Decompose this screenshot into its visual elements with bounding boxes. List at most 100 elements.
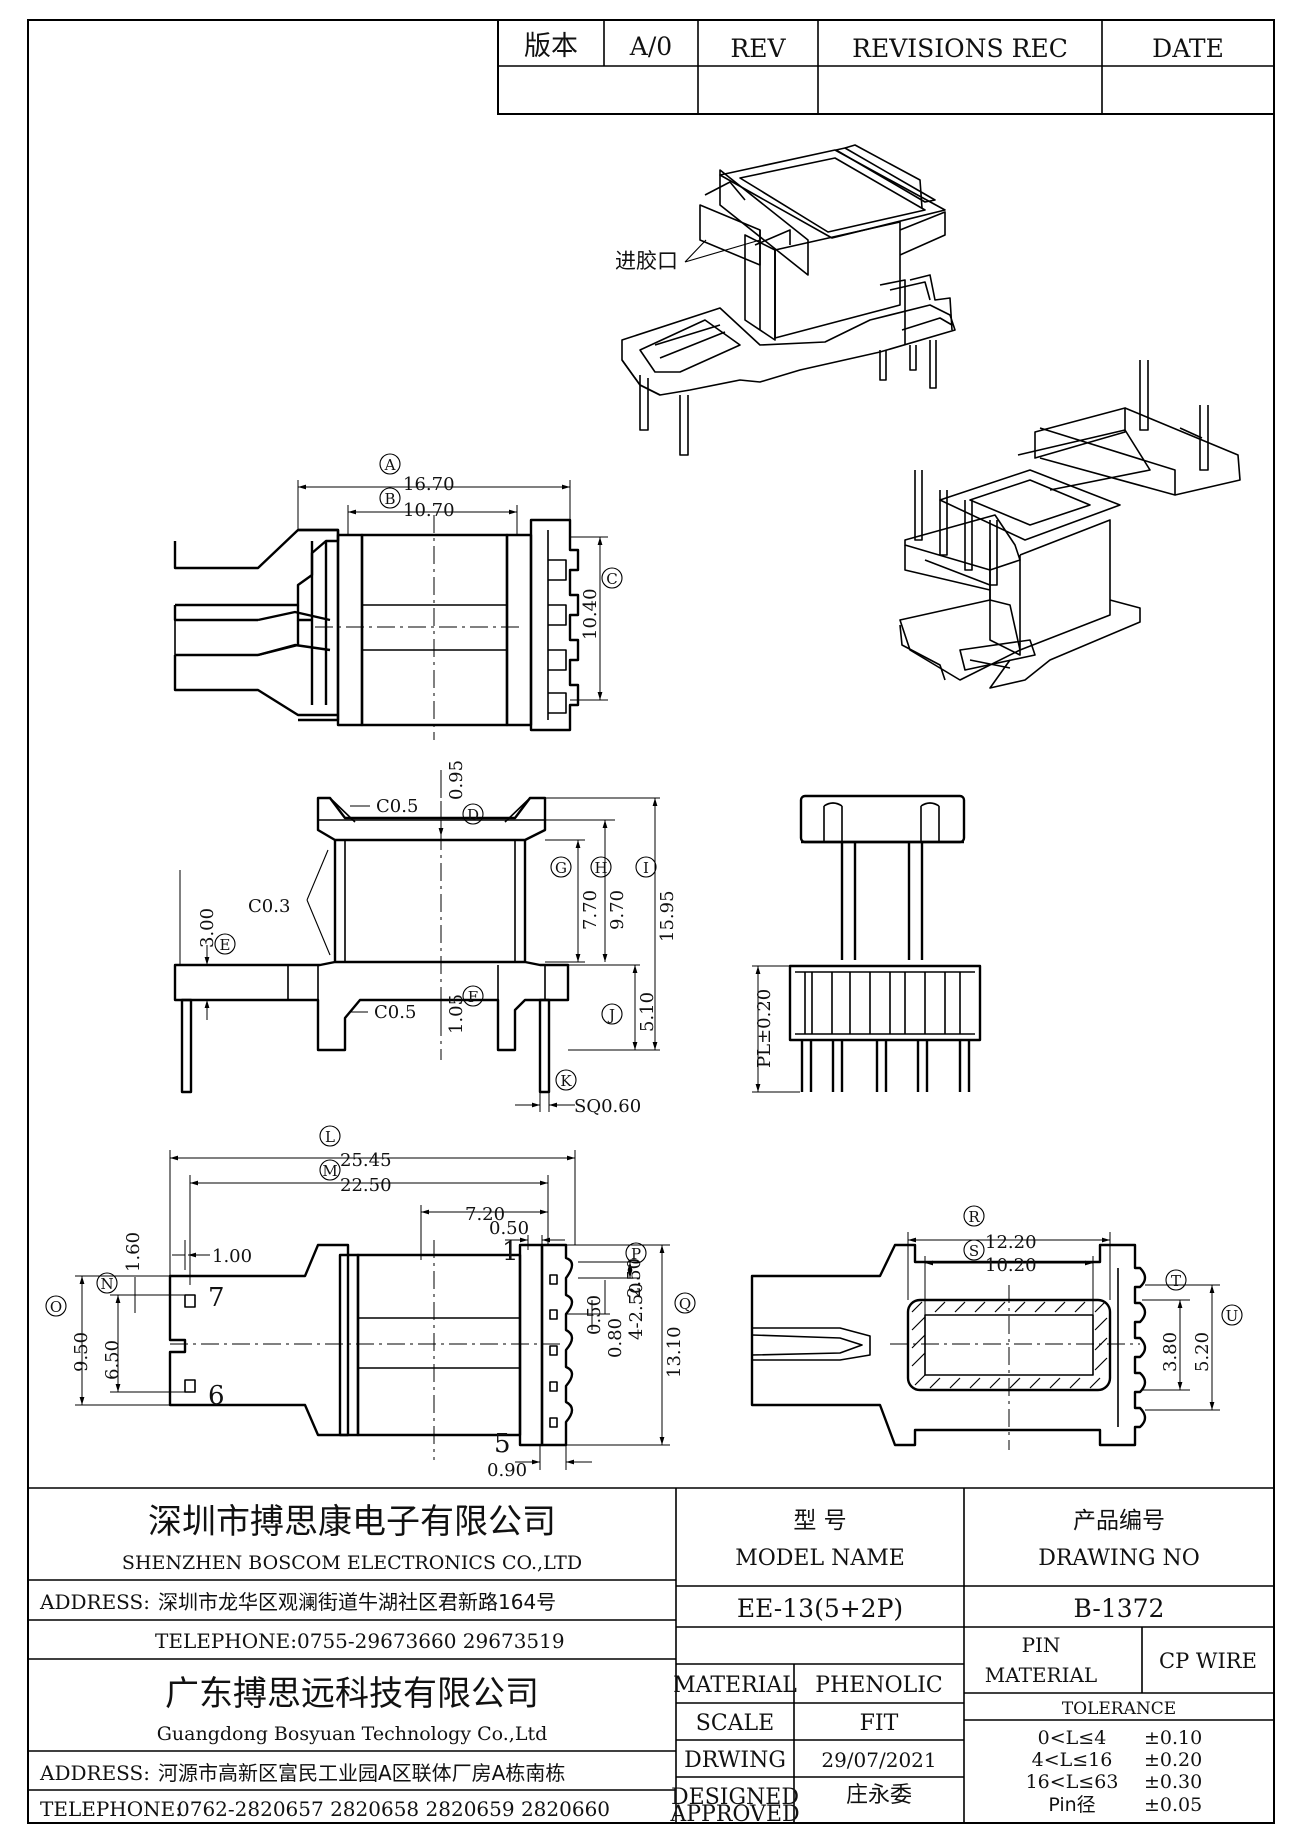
- isometric-view-top: [621, 144, 956, 456]
- revisions-header: REVISIONS REC: [852, 34, 1068, 63]
- address-value: 深圳市龙华区观澜街道牛湖社区君新路164号: [158, 1590, 556, 1614]
- company2-name-en: Guangdong Bosyuan Technology Co.,Ltd: [157, 1723, 548, 1745]
- front-view: [173, 770, 570, 1094]
- tolerance-value-4: ±0.05: [1144, 1794, 1202, 1816]
- dim-G: 7.70: [580, 890, 601, 930]
- address-label: ADDRESS:: [39, 1590, 150, 1614]
- marker-T: T: [1165, 1269, 1187, 1291]
- title-block: 深圳市搏思康电子有限公司 SHENZHEN BOSCOM ELECTRONICS…: [28, 1487, 1274, 1827]
- note-chamfer-top: C0.5: [376, 796, 418, 817]
- drawing-no-label-en: DRAWING NO: [1038, 1546, 1200, 1571]
- marker-N: N: [96, 1272, 118, 1294]
- marker-C: C: [601, 567, 623, 589]
- approved-label: APPROVED: [669, 1802, 799, 1827]
- dim-L: 25.45: [340, 1150, 392, 1171]
- svg-text:R: R: [968, 1208, 980, 1226]
- svg-text:J: J: [607, 1006, 615, 1024]
- note-pin-length: PL±0.20: [754, 989, 775, 1068]
- telephone-label: TELEPHONE:: [155, 1629, 297, 1653]
- dim-Q: 13.10: [664, 1326, 685, 1378]
- dim-6-50: 6.50: [102, 1340, 123, 1380]
- front-view-dimensions: C0.5 C0.3 C0.5 0.95 3.00 1.05 7.70 9.70 …: [179, 760, 678, 1117]
- version-value: A/0: [629, 32, 672, 61]
- svg-text:D: D: [467, 806, 479, 824]
- dim-K: SQ0.60: [574, 1096, 641, 1117]
- svg-text:N: N: [100, 1275, 113, 1293]
- svg-text:Q: Q: [679, 1295, 691, 1313]
- gate-note: 进胶口: [615, 249, 678, 273]
- svg-text:T: T: [1171, 1272, 1181, 1290]
- dim-I: 15.95: [657, 890, 678, 942]
- svg-text:C: C: [606, 570, 617, 588]
- pin-material-value: CP WIRE: [1159, 1649, 1257, 1673]
- bottom-view-2-dimensions: 12.20 10.20 3.80 5.20 R S T U: [907, 1205, 1243, 1411]
- marker-D: D: [462, 803, 484, 825]
- dim-T: 3.80: [1160, 1332, 1181, 1372]
- svg-text:P: P: [631, 1245, 641, 1263]
- svg-text:I: I: [643, 859, 649, 877]
- model-label-cn: 型 号: [793, 1508, 846, 1534]
- telephone2-value: 0762-2820657 2820658 2820659 2820660: [177, 1797, 610, 1821]
- marker-R: R: [963, 1205, 985, 1227]
- tolerance-range-2: 4<L≤16: [1032, 1749, 1113, 1771]
- note-chamfer-bottom: C0.5: [374, 1002, 416, 1023]
- dim-D: 0.95: [446, 760, 467, 800]
- scale-label: SCALE: [696, 1711, 774, 1736]
- drawing-label: DRWING: [684, 1748, 786, 1773]
- company-name-en: SHENZHEN BOSCOM ELECTRONICS CO.,LTD: [122, 1552, 582, 1574]
- dim-P: 2.50: [624, 1258, 645, 1298]
- pin-number-1: 1: [502, 1237, 519, 1267]
- marker-K: K: [555, 1069, 577, 1091]
- marker-F: F: [462, 985, 484, 1007]
- tolerance-table: 0<L≤4 ±0.10 4<L≤16 ±0.20 16<L≤63 ±0.30 P…: [1026, 1727, 1203, 1816]
- address2-value: 河源市高新区富民工业园A区联体厂房A栋南栋: [158, 1761, 565, 1785]
- designed-label: DESIGNED: [671, 1785, 799, 1810]
- marker-L: L: [319, 1125, 341, 1147]
- drawing-date-value: 29/07/2021: [821, 1748, 936, 1772]
- dim-M: 22.50: [340, 1175, 392, 1196]
- marker-A: A: [379, 453, 401, 475]
- dim-7-20: 7.20: [465, 1204, 505, 1225]
- tolerance-range-3: 16<L≤63: [1026, 1771, 1119, 1793]
- tolerance-range-4: Pin径: [1048, 1794, 1095, 1816]
- model-value: EE-13(5+2P): [737, 1594, 903, 1623]
- drawing-no-value: B-1372: [1074, 1594, 1165, 1623]
- dim-0-90: 0.90: [487, 1460, 527, 1481]
- dim-F: 1.05: [446, 994, 467, 1034]
- telephone2-label: TELEPHONE:: [40, 1797, 182, 1821]
- marker-J: J: [601, 1003, 623, 1025]
- dim-C: 10.40: [580, 588, 601, 640]
- svg-text:L: L: [325, 1128, 335, 1146]
- marker-S: S: [963, 1239, 985, 1261]
- svg-text:U: U: [1226, 1307, 1239, 1325]
- material-label: MATERIAL: [673, 1673, 797, 1698]
- marker-U: U: [1221, 1304, 1243, 1326]
- bottom-view-2: [750, 1243, 1147, 1450]
- marker-Q: Q: [674, 1292, 696, 1314]
- dim-0-50-top: 0.50: [489, 1218, 529, 1239]
- bottom-view-dimensions: 25.45 22.50 7.20 0.50 1.00 1.60 9.50 6.5…: [45, 1125, 696, 1481]
- tolerance-value-3: ±0.30: [1144, 1771, 1202, 1793]
- note-chamfer-mid: C0.3: [248, 896, 290, 917]
- svg-text:O: O: [50, 1298, 62, 1316]
- top-view-dimensions: 16.70 10.70 10.40 A B C: [297, 453, 623, 701]
- svg-text:S: S: [969, 1242, 979, 1260]
- dim-U: 5.20: [1192, 1332, 1213, 1372]
- material-value: PHENOLIC: [815, 1673, 942, 1698]
- dim-H: 9.70: [607, 890, 628, 930]
- marker-P: P: [625, 1242, 647, 1264]
- pin-number-7: 7: [208, 1283, 225, 1313]
- address2-label: ADDRESS:: [39, 1761, 150, 1785]
- company2-name-cn: 广东搏思远科技有限公司: [165, 1674, 539, 1714]
- pin-material-label-1: PIN: [1022, 1633, 1061, 1657]
- dim-0-50-side: 0.50: [584, 1295, 605, 1335]
- svg-text:E: E: [220, 936, 231, 954]
- tolerance-value-1: ±0.10: [1144, 1727, 1202, 1749]
- dim-1-00: 1.00: [212, 1246, 252, 1267]
- svg-text:A: A: [384, 456, 396, 474]
- dim-S: 10.20: [985, 1255, 1037, 1276]
- drawing-no-label-cn: 产品编号: [1073, 1508, 1165, 1534]
- dim-R: 12.20: [985, 1232, 1037, 1253]
- svg-text:K: K: [560, 1072, 572, 1090]
